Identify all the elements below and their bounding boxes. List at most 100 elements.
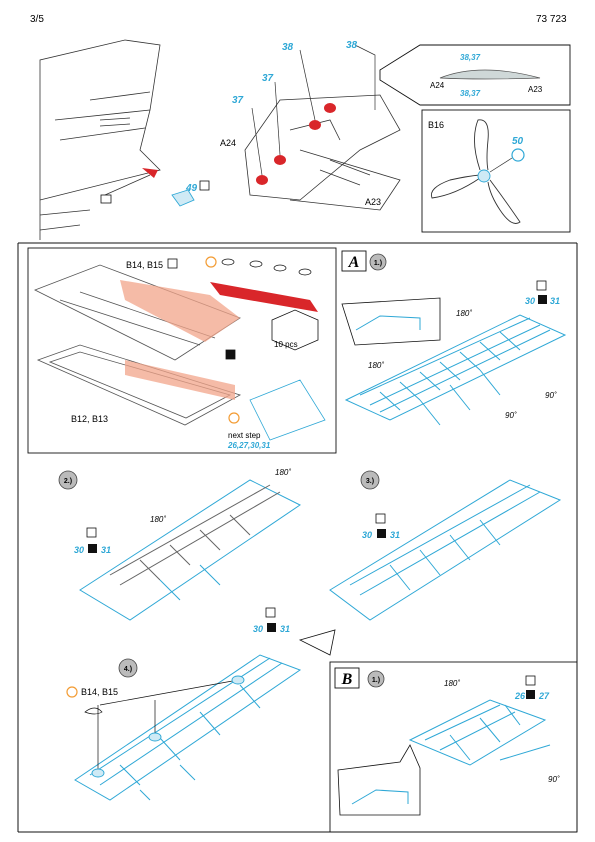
red-strip	[210, 282, 318, 312]
wing-flap-drawing	[244, 94, 401, 211]
glue-icon	[375, 513, 386, 524]
leader-line	[489, 157, 513, 173]
label-a24: A24	[220, 138, 236, 148]
angle-label: 180˚	[368, 361, 384, 370]
step-a-inset	[27, 247, 337, 454]
part-number: 26	[514, 691, 526, 701]
step-badge-label: 1.)	[372, 677, 380, 684]
glue-icon	[525, 675, 536, 686]
part-number: 37	[232, 95, 244, 106]
salmon-area-2	[125, 360, 235, 400]
part-icon	[100, 194, 112, 204]
angle-label: 180˚	[275, 468, 291, 477]
salmon-area	[120, 280, 240, 342]
part-icon	[167, 258, 178, 269]
inset-part-top: 38,37	[460, 53, 481, 62]
page-number: 3/5	[30, 14, 44, 25]
glue-icon	[199, 180, 210, 191]
inset-a23: A23	[528, 85, 543, 94]
step-badge	[360, 470, 380, 490]
glue-icon	[536, 280, 547, 291]
step-badge-label: 4.)	[124, 666, 132, 673]
step4-note: B14, B15	[81, 687, 118, 697]
angle-label: 90˚	[545, 391, 557, 400]
small-plate	[249, 379, 326, 441]
part-49-piece	[171, 189, 195, 207]
part-50: 50	[512, 136, 524, 147]
leader-lines-top	[251, 44, 376, 176]
section-b-frame	[329, 661, 578, 833]
part-number: 31	[280, 624, 290, 634]
part-number: 30	[362, 530, 372, 540]
angle-label: 90˚	[505, 411, 517, 420]
step-badge	[58, 470, 78, 490]
part-number: 49	[185, 183, 198, 194]
angle-label: 180˚	[150, 515, 166, 524]
wing-panel-b	[408, 699, 551, 766]
part-icon-dark	[267, 623, 276, 632]
wing-panel-a	[344, 314, 567, 426]
airfoil-inset: 38,37 38,37 A24 A23	[379, 44, 571, 106]
part-number: 31	[550, 296, 560, 306]
part-number: 30	[525, 296, 535, 306]
direction-arrow	[298, 629, 336, 656]
product-code: 73 723	[536, 14, 567, 25]
part-icon-dark	[225, 349, 236, 360]
part-number: 31	[390, 530, 400, 540]
part-50-ring	[511, 148, 525, 162]
fuselage-tail-drawing	[39, 39, 161, 240]
leader-line	[104, 174, 151, 196]
next-step-parts: 26,27,30,31	[227, 441, 271, 450]
inset-arrow	[271, 309, 319, 351]
section-b-box	[334, 667, 360, 689]
next-step-label: next step	[228, 431, 261, 440]
propeller-drawing	[430, 119, 521, 224]
attachment-points-step4	[91, 675, 245, 778]
propeller-inset	[421, 109, 571, 233]
angle-label: 90˚	[548, 775, 560, 784]
bolt-pieces	[221, 258, 312, 276]
profile-line	[355, 315, 421, 331]
part-icon-dark	[88, 544, 97, 553]
label-b14-b15: B14, B15	[126, 260, 163, 270]
part-number: 31	[101, 545, 111, 555]
glue-icon	[265, 607, 276, 618]
part-number: 38	[346, 40, 358, 51]
glue-icon	[86, 527, 97, 538]
part-number: 30	[74, 545, 84, 555]
part-number: 37	[262, 73, 274, 84]
part-icon-dark	[526, 690, 535, 699]
label-a23: A23	[365, 197, 381, 207]
step-badge-label: 1.)	[374, 260, 382, 267]
step-badge	[369, 253, 387, 271]
angle-label: 180˚	[444, 679, 460, 688]
wing-panel-step3	[329, 479, 562, 621]
profile-inset	[341, 297, 441, 346]
step-badge	[118, 658, 138, 678]
wing-panel-step2	[79, 479, 301, 621]
section-a-letter: A	[348, 254, 360, 271]
section-b-letter: B	[341, 671, 353, 688]
bolt-piece	[84, 707, 103, 715]
part-number: 38	[282, 42, 294, 53]
step-badge-label: 2.)	[64, 478, 72, 485]
step-badge	[367, 670, 385, 688]
red-attachment-points	[256, 103, 336, 185]
section-a-box	[341, 250, 367, 272]
inset-part-bottom: 38,37	[460, 89, 481, 98]
angle-label: 180˚	[456, 309, 472, 318]
part-icon-dark	[377, 529, 386, 538]
label-b16: B16	[428, 120, 444, 130]
part-number: 30	[253, 624, 263, 634]
warning-icon	[205, 256, 217, 268]
inset-a24: A24	[430, 81, 445, 90]
leader-lines-step4	[97, 679, 239, 770]
profile-line-b	[351, 789, 409, 805]
red-marker	[142, 168, 158, 178]
part-icon-dark	[538, 295, 547, 304]
warning-icon	[66, 686, 78, 698]
step-badge-label: 3.)	[366, 478, 374, 485]
wing-panel-step4	[74, 654, 302, 801]
pcs-label: 10 pcs	[274, 340, 298, 349]
